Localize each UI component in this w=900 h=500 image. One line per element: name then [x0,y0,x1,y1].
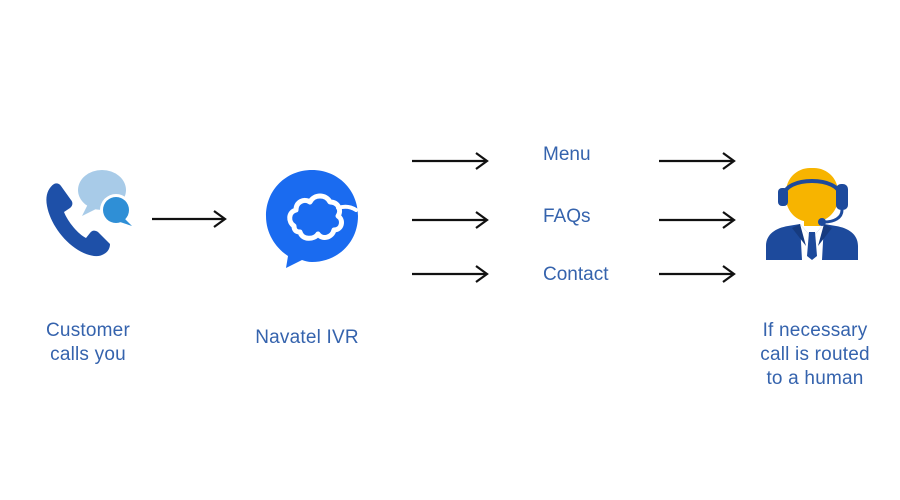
navatel-logo-icon [266,170,358,268]
phone-chat-icon [46,170,132,257]
arrow-faqs-to-human [659,211,736,229]
option-menu: Menu [543,144,591,165]
arrow-ivr-to-faqs [412,211,489,229]
option-faqs: FAQs [543,206,591,227]
arrow-ivr-to-contact [412,265,489,283]
ivr-label: Navatel IVR [255,327,359,348]
chat-bubbles-icon [78,170,132,226]
customer-label: Customer calls you [46,320,130,365]
support-agent-icon [766,168,858,260]
option-contact: Contact [543,264,609,285]
arrow-ivr-to-menu [412,152,489,170]
human-label: If necessary call is routed to a human [760,320,870,389]
arrow-contact-to-human [659,265,736,283]
phone-handset-icon [46,183,110,257]
arrow-menu-to-human [659,152,736,170]
arrow-customer-to-ivr [152,210,227,228]
